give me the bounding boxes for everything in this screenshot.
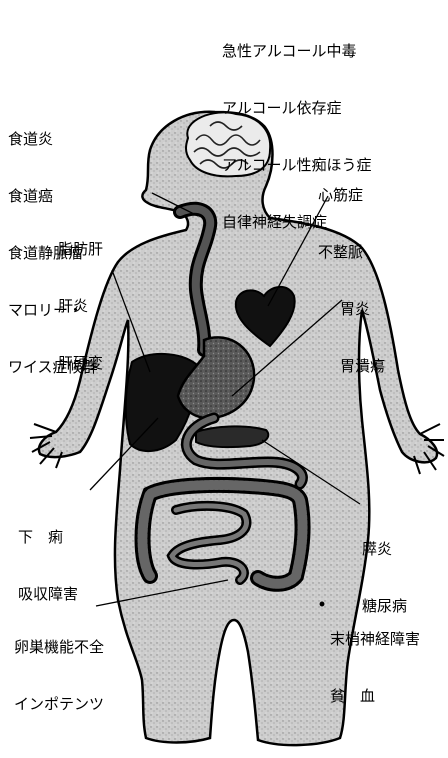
label-line: 脂肪肝 bbox=[58, 240, 103, 259]
label-line: インポテンツ bbox=[14, 695, 104, 714]
label-stomach: 胃炎 胃潰瘍 bbox=[340, 262, 385, 414]
label-line: 下 痢 bbox=[18, 528, 78, 547]
label-line: 心筋症 bbox=[318, 186, 363, 205]
label-gonads: 卵巣機能不全 インポテンツ bbox=[14, 600, 104, 752]
label-line: 卵巣機能不全 bbox=[14, 638, 104, 657]
label-liver: 脂肪肝 肝炎 肝硬変 bbox=[58, 202, 103, 411]
label-line: 膵炎 bbox=[362, 540, 407, 559]
label-line: 貧 血 bbox=[330, 687, 420, 706]
label-line: 胃炎 bbox=[340, 300, 385, 319]
label-line: アルコール依存症 bbox=[222, 99, 372, 118]
label-nerves: 末梢神経障害 貧 血 bbox=[330, 592, 420, 744]
label-line: 肝炎 bbox=[58, 297, 103, 316]
label-line: 末梢神経障害 bbox=[330, 630, 420, 649]
label-line: 胃潰瘍 bbox=[340, 357, 385, 376]
label-line: 肝硬変 bbox=[58, 354, 103, 373]
label-line: 急性アルコール中毒 bbox=[222, 42, 372, 61]
pancreas-organ bbox=[196, 426, 268, 447]
label-line: 不整脈 bbox=[318, 243, 363, 262]
label-line: 食道炎 bbox=[8, 130, 98, 149]
